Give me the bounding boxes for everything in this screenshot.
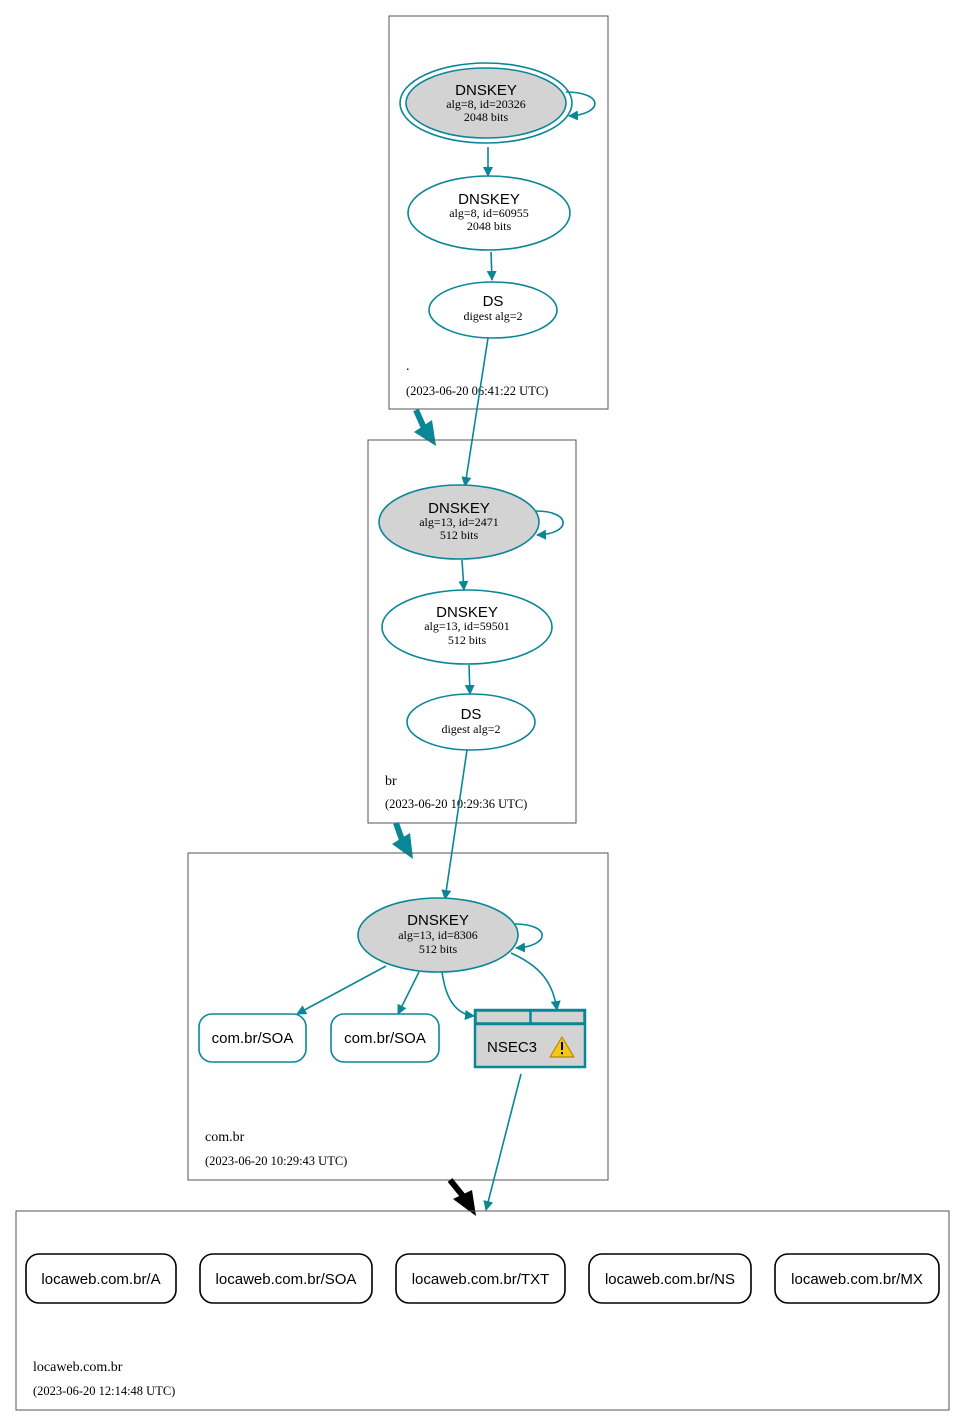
zone-root-name: . xyxy=(406,359,410,374)
zone-locaweb-timestamp: (2023-06-20 12:14:48 UTC) xyxy=(33,1384,175,1398)
nsec3-to-locaweb-edge xyxy=(483,1073,522,1211)
zone-combr-box xyxy=(187,852,609,1181)
root-zsk-node[interactable]: DNSKEY alg=8, id=60955 2048 bits xyxy=(407,175,571,251)
combr-nsec3-label: NSEC3 xyxy=(487,1039,537,1056)
combr-key-title: DNSKEY xyxy=(407,912,469,929)
br-zsk-title: DNSKEY xyxy=(436,604,498,621)
br-ksk-self-edge xyxy=(535,510,564,540)
locaweb-record-ns-label: locaweb.com.br/NS xyxy=(605,1271,735,1288)
combr-key-self-edge xyxy=(514,923,543,953)
warning-icon xyxy=(549,1036,575,1058)
zone-br-box xyxy=(367,439,577,824)
zone-root-timestamp: (2023-06-20 06:41:22 UTC) xyxy=(406,384,548,398)
br-zsk-bits: 512 bits xyxy=(448,633,487,647)
locaweb-record-a[interactable]: locaweb.com.br/A xyxy=(25,1253,177,1304)
combr-key-bits: 512 bits xyxy=(419,942,458,956)
combr-key-to-nsec3-edge-2 xyxy=(510,952,561,1011)
combr-soa-1[interactable]: com.br/SOA xyxy=(198,1013,307,1063)
br-ksk-alg: alg=13, id=2471 xyxy=(419,515,499,529)
root-zsk-bits: 2048 bits xyxy=(467,219,512,233)
root-ksk-alg: alg=8, id=20326 xyxy=(446,97,526,111)
root-zsk-to-ds-edge xyxy=(486,251,497,281)
combr-key-to-soa2-edge xyxy=(397,971,420,1015)
root-ds-node[interactable]: DS digest alg=2 xyxy=(428,281,558,339)
zone-br: br (2023-06-20 10:29:36 UTC) DNSKEY alg=… xyxy=(367,439,577,824)
combr-key-to-soa1-edge xyxy=(296,965,387,1015)
br-ds-digest: digest alg=2 xyxy=(441,722,500,736)
locaweb-record-txt[interactable]: locaweb.com.br/TXT xyxy=(395,1253,566,1304)
locaweb-record-mx-label: locaweb.com.br/MX xyxy=(791,1271,923,1288)
root-ds-digest: digest alg=2 xyxy=(463,309,522,323)
combr-nsec3-node[interactable]: NSEC3 xyxy=(473,1008,587,1069)
br-zsk-node[interactable]: DNSKEY alg=13, id=59501 512 bits xyxy=(381,589,553,665)
locaweb-record-txt-label: locaweb.com.br/TXT xyxy=(412,1271,550,1288)
br-ksk-title: DNSKEY xyxy=(428,500,490,517)
br-ksk-node[interactable]: DNSKEY alg=13, id=2471 512 bits xyxy=(378,484,540,560)
locaweb-record-a-label: locaweb.com.br/A xyxy=(41,1271,160,1288)
br-ksk-bits: 512 bits xyxy=(440,528,479,542)
zone-br-timestamp: (2023-06-20 10:29:36 UTC) xyxy=(385,797,527,811)
zone-combr: com.br (2023-06-20 10:29:43 UTC) DNSKEY … xyxy=(187,852,609,1181)
combr-key-to-nsec3-edge-1 xyxy=(441,971,475,1020)
zone-combr-name: com.br xyxy=(205,1130,245,1145)
locaweb-record-mx[interactable]: locaweb.com.br/MX xyxy=(774,1253,940,1304)
root-ksk-self-edge xyxy=(565,91,596,121)
root-zsk-title: DNSKEY xyxy=(458,191,520,208)
zone-combr-timestamp: (2023-06-20 10:29:43 UTC) xyxy=(205,1154,347,1168)
combr-key-node[interactable]: DNSKEY alg=13, id=8306 512 bits xyxy=(357,897,519,973)
root-ksk-node[interactable]: DNSKEY alg=8, id=20326 2048 bits xyxy=(399,62,573,144)
delegation-root-br xyxy=(413,408,436,446)
root-ds-title: DS xyxy=(483,293,504,310)
br-zsk-to-ds-edge xyxy=(464,664,475,695)
locaweb-record-soa-label: locaweb.com.br/SOA xyxy=(216,1271,357,1288)
root-ds-to-br-ksk-edge xyxy=(461,337,489,487)
zone-br-name: br xyxy=(385,774,397,789)
br-ds-to-combr-key-edge xyxy=(441,749,468,900)
br-zsk-alg: alg=13, id=59501 xyxy=(424,619,510,633)
delegation-combr-locaweb xyxy=(447,1178,476,1216)
combr-key-alg: alg=13, id=8306 xyxy=(398,928,478,942)
br-ds-title: DS xyxy=(461,706,482,723)
root-zsk-alg: alg=8, id=60955 xyxy=(449,206,529,220)
zone-root-box xyxy=(388,15,609,410)
zone-locaweb-box xyxy=(15,1210,950,1411)
combr-soa-2-label: com.br/SOA xyxy=(344,1030,426,1047)
combr-soa-2[interactable]: com.br/SOA xyxy=(330,1013,440,1063)
locaweb-record-ns[interactable]: locaweb.com.br/NS xyxy=(588,1253,752,1304)
delegation-br-combr xyxy=(392,822,413,859)
combr-soa-1-label: com.br/SOA xyxy=(212,1030,294,1047)
locaweb-record-soa[interactable]: locaweb.com.br/SOA xyxy=(199,1253,373,1304)
zone-root: . (2023-06-20 06:41:22 UTC) DNSKEY alg=8… xyxy=(388,15,609,410)
br-ksk-to-zsk-edge xyxy=(458,559,469,591)
root-ksk-title: DNSKEY xyxy=(455,82,517,99)
zone-locaweb: locaweb.com.br (2023-06-20 12:14:48 UTC)… xyxy=(15,1210,950,1411)
br-ds-node[interactable]: DS digest alg=2 xyxy=(406,693,536,751)
root-ksk-bits: 2048 bits xyxy=(464,110,509,124)
zone-locaweb-name: locaweb.com.br xyxy=(33,1360,123,1375)
